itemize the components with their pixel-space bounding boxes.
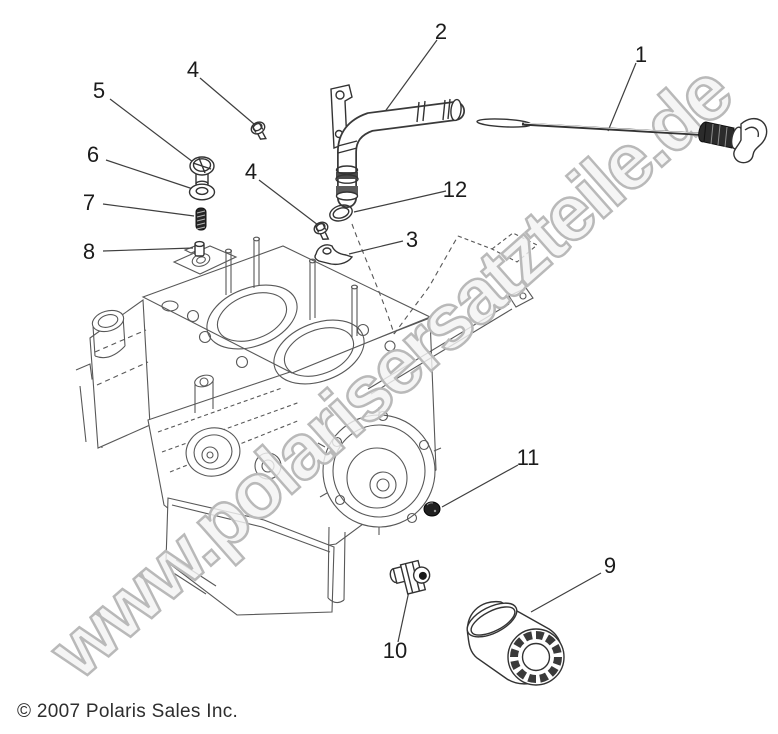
screw-illustration-lower	[313, 221, 330, 240]
fitting-illustration	[389, 559, 431, 595]
screw-illustration-upper	[250, 121, 267, 140]
washer-illustration	[188, 183, 216, 201]
oil-fill-tube-illustration	[330, 84, 465, 208]
callout-9: 9	[603, 553, 617, 578]
callout-5: 5	[92, 78, 106, 103]
leader-lines	[102, 39, 637, 643]
callout-12: 12	[442, 177, 468, 202]
bracket-illustration	[314, 244, 354, 266]
callout-10: 10	[382, 638, 408, 663]
callout-4-lower: 4	[244, 159, 258, 184]
nut-illustration	[423, 501, 441, 517]
callout-3: 3	[405, 227, 419, 252]
plug-illustration	[189, 156, 215, 188]
callout-2: 2	[434, 19, 448, 44]
engine-block-drawing	[75, 223, 538, 616]
spring-illustration	[195, 207, 207, 231]
callout-6: 6	[86, 142, 100, 167]
oil-filter-illustration	[466, 600, 565, 686]
callout-8: 8	[82, 239, 96, 264]
callout-1: 1	[634, 42, 648, 67]
pin-illustration	[194, 240, 205, 257]
dipstick-illustration	[476, 118, 768, 164]
callout-7: 7	[82, 190, 96, 215]
callout-11: 11	[516, 445, 540, 470]
o-ring-illustration	[329, 204, 353, 222]
callout-4-upper: 4	[186, 57, 200, 82]
copyright-notice: © 2007 Polaris Sales Inc.	[17, 701, 239, 722]
